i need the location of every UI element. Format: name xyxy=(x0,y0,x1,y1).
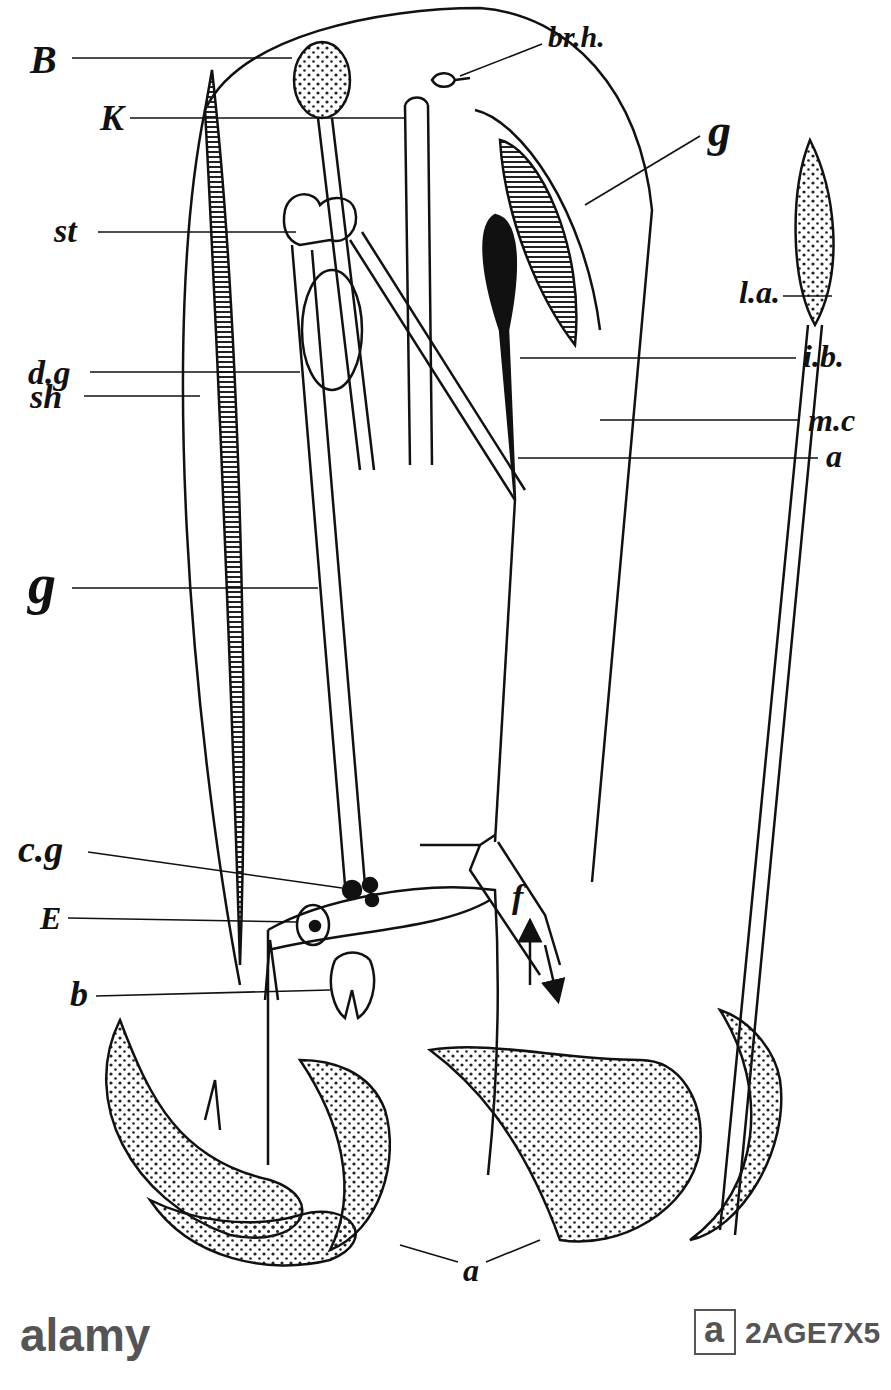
part-label: f xyxy=(512,880,523,914)
part-label: g xyxy=(708,108,731,154)
part-label: sh xyxy=(30,380,62,414)
part-label: l.a. xyxy=(739,276,780,308)
part-label: g xyxy=(28,556,56,612)
watermark-text: a xyxy=(704,1312,724,1348)
part-label: a xyxy=(826,440,842,472)
part-label: m.c xyxy=(808,404,855,436)
watermark-text: 2AGE7X5 xyxy=(745,1318,880,1348)
part-label: a xyxy=(463,1254,479,1286)
part-label: c.g xyxy=(18,830,63,868)
part-label: b xyxy=(70,976,88,1012)
watermark-text: alamy xyxy=(20,1312,150,1358)
part-label: st xyxy=(54,214,77,248)
part-label: K xyxy=(100,100,124,136)
part-label: B xyxy=(30,40,57,80)
part-label: i.b. xyxy=(803,340,844,372)
part-label: br.h. xyxy=(548,22,605,52)
part-label: E xyxy=(40,902,61,934)
